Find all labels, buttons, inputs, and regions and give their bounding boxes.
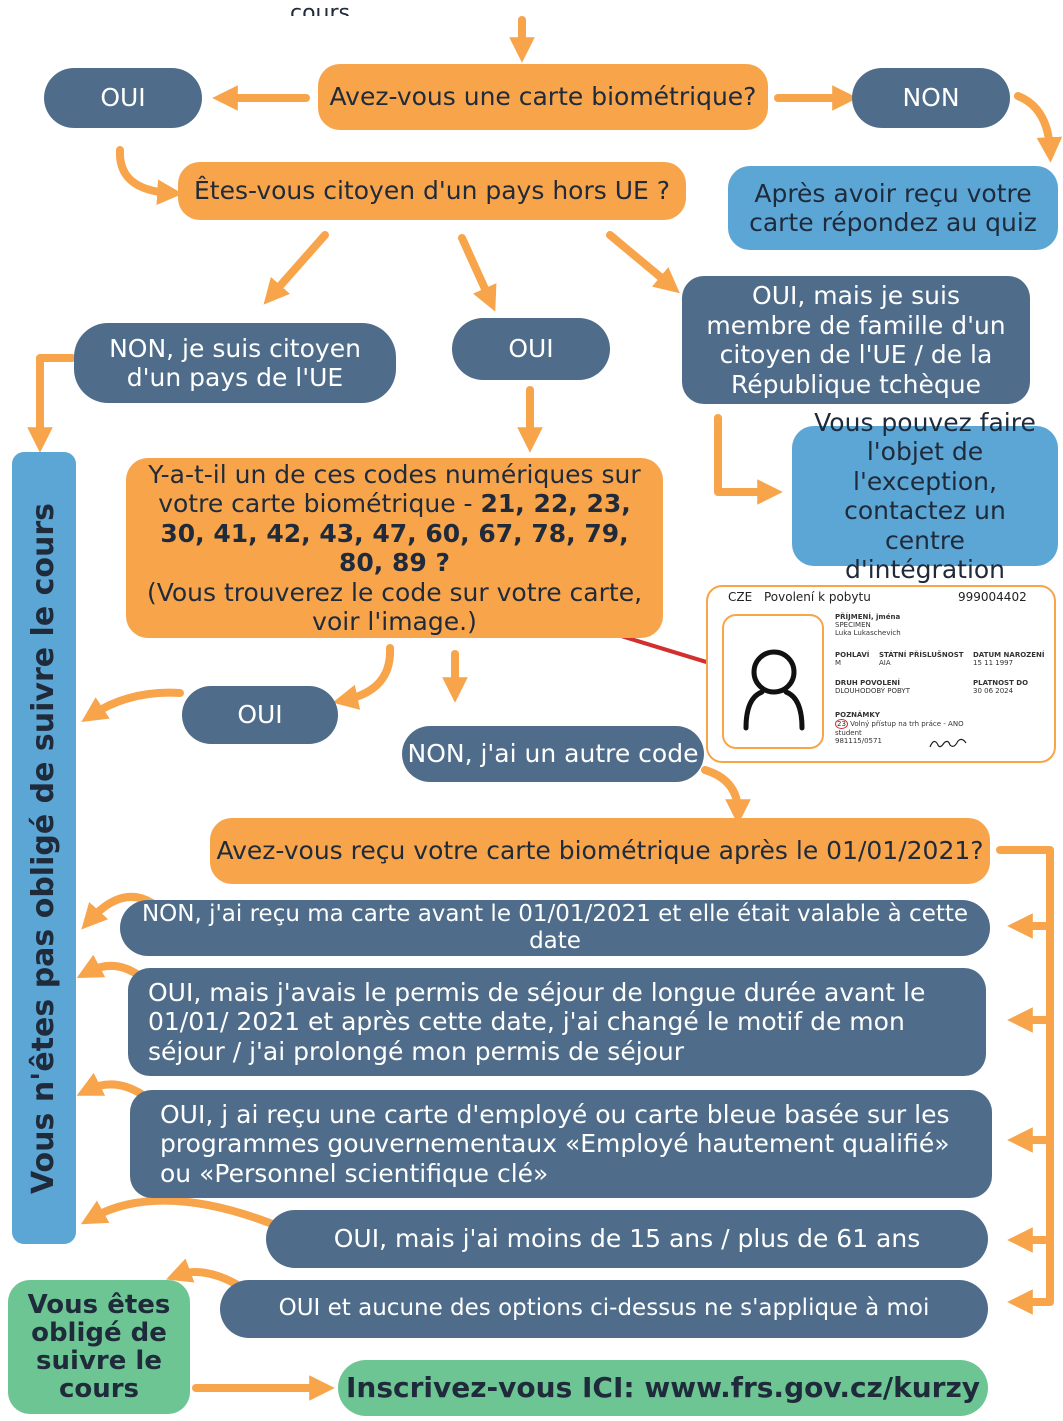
arrow-other-curve (701, 766, 751, 825)
card-birth-block: DATUM NAROZENÍ 15 11 1997 (973, 651, 1044, 667)
card-nationality-block: STÁTNÍ PŘÍSLUŠNOST AIA (879, 651, 964, 667)
question-codes-line2: (Vous trouverez le code sur votre carte,… (146, 577, 643, 637)
option-none-apply-text: OUI et aucune des options ci-dessus ne s… (278, 1295, 930, 1322)
option-before-2021-text: NON, j'ai reçu ma carte avant le 01/01/2… (141, 900, 969, 954)
residence-permit-card: CZE Povolení k pobytu 999004402 PŘÍJMENÍ… (706, 585, 1056, 763)
question-non-eu-text: Êtes-vous citoyen d'un pays hors UE ? (193, 176, 671, 206)
question-after-2021: Avez-vous reçu votre carte biométrique a… (210, 818, 990, 884)
option-age-text: OUI, mais j'ai moins de 15 ans / plus de… (333, 1224, 921, 1254)
question-after-2021-text: Avez-vous reçu votre carte biométrique a… (216, 836, 984, 866)
card-purpose: student (835, 729, 862, 738)
arrow-codes-curve (332, 644, 395, 710)
question-codes-line1: Y-a-t-il un de ces codes numériques sur … (148, 459, 641, 519)
exception-note: Vous pouvez faire l'objet de l'exception… (792, 408, 1058, 584)
answer-other-code[interactable]: NON, j'ai un autre code (402, 726, 704, 782)
card-type: DLOUHODOBÝ POBYT (835, 687, 910, 696)
arrow-to-family (606, 231, 680, 294)
side-not-obliged-text: Vous n'êtes pas obligé de suivre le cour… (26, 502, 62, 1194)
answer-yes-biometric[interactable]: OUI (44, 68, 202, 128)
card-notes-block: POZNÁMKY 23 Volný přístup na trh práce -… (835, 711, 964, 745)
option-before-2021[interactable]: NON, j'ai reçu ma carte avant le 01/01/2… (120, 900, 990, 956)
obliged-result-text: Vous êtes obligé de suivre le cours (27, 1289, 171, 1405)
answer-yes-label: OUI (100, 83, 146, 113)
card-surname: SPECIMEN (835, 621, 871, 630)
card-surname-label: PŘÍJMENÍ, jména (835, 613, 901, 621)
obliged-result: Vous êtes obligé de suivre le cours (8, 1280, 190, 1414)
answer-eu-citizen[interactable]: NON, je suis citoyen d'un pays de l'UE (74, 323, 396, 403)
answer-family-member[interactable]: OUI, mais je suis membre de famille d'un… (682, 276, 1030, 404)
bracket-right (996, 846, 1054, 1315)
card-nationality: AIA (879, 659, 891, 668)
arrow-non-curve (1014, 92, 1063, 163)
arrow-opt4-to-side (80, 1196, 279, 1229)
arrow-to-eu (263, 231, 329, 305)
card-valid-block: PLATNOST DO 30 06 2024 (973, 679, 1028, 695)
option-employee-card[interactable]: OUI, j ai reçu une carte d'employé ou ca… (130, 1090, 992, 1198)
after-card-note: Après avoir reçu votre carte répondez au… (728, 166, 1058, 250)
answer-no-label: NON (902, 83, 960, 113)
option-changed-permit[interactable]: OUI, mais j'avais le permis de séjour de… (128, 968, 986, 1076)
answer-codes-yes[interactable]: OUI (182, 686, 338, 744)
question-codes-list: 21, 22, 23, 30, 41, 42, 43, 47, 60, 67, … (160, 489, 631, 577)
question-codes: Y-a-t-il un de ces codes numériques sur … (126, 458, 663, 638)
person-silhouette-icon (743, 649, 805, 731)
arrow-to-noneu-yes (458, 234, 497, 312)
card-notes: Volný přístup na trh práce - ANO (850, 720, 964, 729)
card-nationality-label: STÁTNÍ PŘÍSLUŠNOST (879, 651, 964, 659)
side-not-obliged: Vous n'êtes pas obligé de suivre le cour… (12, 452, 76, 1244)
card-valid-label: PLATNOST DO (973, 679, 1029, 687)
answer-non-eu-yes[interactable]: OUI (452, 318, 610, 380)
question-non-eu: Êtes-vous citoyen d'un pays hors UE ? (178, 162, 686, 220)
answer-family-member-text: OUI, mais je suis membre de famille d'un… (706, 281, 1006, 399)
card-given-name: Luka Lukaschevich (835, 629, 901, 638)
top-cut-text: Vous n'êtes pas obligé de suivre le cour… (129, 0, 510, 16)
card-valid: 30 06 2024 (973, 687, 1014, 696)
card-photo (722, 614, 824, 749)
arrow-oui-to-side (81, 688, 184, 723)
answer-non-eu-yes-label: OUI (508, 334, 554, 364)
top-cut-label: Vous n'êtes pas obligé de suivre le cour… (110, 0, 530, 16)
register-link-text[interactable]: Inscrivez-vous ICI: www.frs.gov.cz/kurzy (345, 1371, 980, 1405)
card-sex: M (835, 659, 842, 668)
card-surname-block: PŘÍJMENÍ, jména SPECIMEN Luka Lukaschevi… (835, 613, 901, 637)
arrow-oui-curve (115, 146, 183, 206)
signature-icon (929, 738, 967, 748)
after-card-text: Après avoir reçu votre carte répondez au… (749, 178, 1037, 238)
register-link[interactable]: Inscrivez-vous ICI: www.frs.gov.cz/kurzy (338, 1360, 988, 1416)
option-employee-card-text: OUI, j ai reçu une carte d'employé ou ca… (160, 1099, 950, 1188)
answer-no-biometric[interactable]: NON (852, 68, 1010, 128)
question-codes-body: Y-a-t-il un de ces codes numériques sur … (142, 460, 647, 637)
card-type-block: DRUH POVOLENÍ DLOUHODOBÝ POBYT (835, 679, 910, 695)
card-number: 999004402 (958, 590, 1027, 604)
arrow-family-elbow (714, 414, 783, 505)
card-country: CZE (728, 590, 753, 604)
option-age[interactable]: OUI, mais j'ai moins de 15 ans / plus de… (266, 1210, 988, 1268)
option-changed-permit-text: OUI, mais j'avais le permis de séjour de… (148, 977, 926, 1066)
option-none-apply[interactable]: OUI et aucune des options ci-dessus ne s… (220, 1280, 988, 1338)
card-personal-number: 981115/0571 (835, 737, 882, 746)
answer-other-code-text: NON, j'ai un autre code (407, 739, 699, 769)
card-title: Povolení k pobytu (764, 590, 871, 604)
exception-text: Vous pouvez faire l'objet de l'exception… (814, 407, 1036, 585)
arrow-eu-elbow (27, 354, 76, 453)
answer-eu-citizen-text: NON, je suis citoyen d'un pays de l'UE (109, 333, 361, 393)
card-birth: 15 11 1997 (973, 659, 1014, 668)
question-biometric-card: Avez-vous une carte biométrique? (318, 64, 768, 130)
card-notes-label: POZNÁMKY (835, 711, 880, 719)
card-sex-label: POHLAVÍ (835, 651, 870, 659)
card-sex-block: POHLAVÍ M (835, 651, 869, 667)
card-type-label: DRUH POVOLENÍ (835, 679, 901, 687)
question-biometric-text: Avez-vous une carte biométrique? (329, 82, 757, 112)
card-code-circled: 23 (835, 719, 848, 730)
answer-codes-yes-label: OUI (237, 700, 283, 730)
card-birth-label: DATUM NAROZENÍ (973, 651, 1045, 659)
